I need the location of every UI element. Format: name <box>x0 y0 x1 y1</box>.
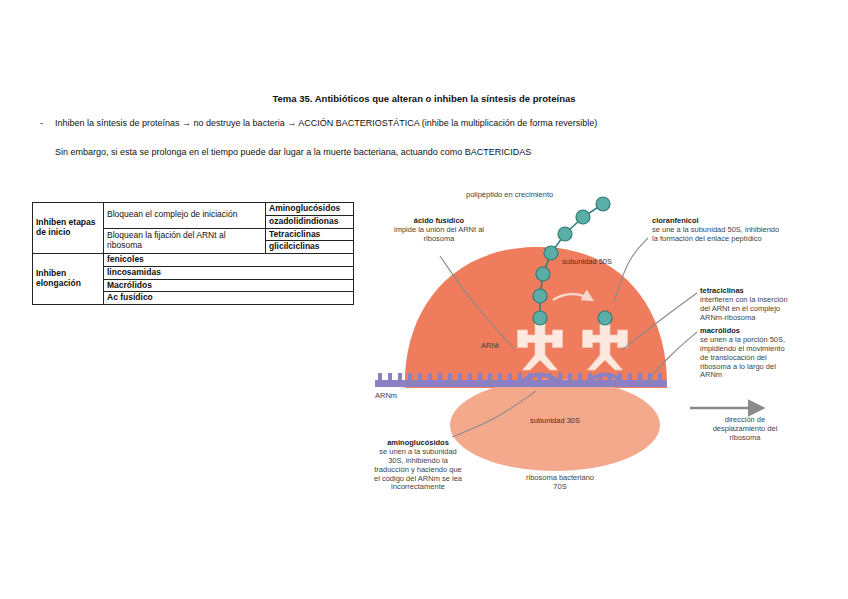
table-cell: Ac fusídico <box>104 292 354 305</box>
callout-note: interfieren con la inserción del ARNt en… <box>700 296 792 323</box>
table-cell: Macrólidos <box>104 279 354 292</box>
amino-acid-bead <box>544 246 558 260</box>
amino-acid-bead <box>533 311 547 325</box>
callout-note: impide la unión del ARNt al ribosoma <box>393 226 485 244</box>
amino-acid-bead <box>536 267 550 281</box>
callout-note: se une a la subunidad 50S, inhibiendo la… <box>652 226 787 244</box>
summary-table-wrap: Inhiben etapas de inicioBloquean el comp… <box>32 202 354 305</box>
callout-label: polipéptido en crecimiento <box>466 191 581 200</box>
part-label: ARNm <box>375 392 415 401</box>
peptide-chain <box>540 204 603 318</box>
trna-shape <box>583 323 628 371</box>
amino-acid-bead <box>558 227 572 241</box>
table-cell: Tetraciclinas <box>266 228 354 241</box>
table-row: lincosamidas <box>33 266 354 279</box>
leader-line <box>614 238 648 302</box>
amino-acid-bead <box>596 197 610 211</box>
callout-heading: cloranfenicol <box>652 217 792 226</box>
table-cell: glicilciclinas <box>266 241 354 254</box>
callout-heading: ácido fusídico <box>393 217 485 226</box>
leader-line <box>440 256 515 350</box>
callout-heading: aminoglucósidos <box>372 439 464 448</box>
leader-line <box>452 391 536 437</box>
part-label: ribosoma bacteriano 70S <box>525 474 595 492</box>
amino-acid-bead <box>598 311 612 325</box>
callout-note: se unen a la porción 50S, impidiendo el … <box>700 336 792 380</box>
summary-table: Inhiben etapas de inicioBloquean el comp… <box>32 202 354 305</box>
table-cell: Bloquean la fijación del ARNt al ribosom… <box>104 228 266 254</box>
table-row: glicilciclinas <box>33 241 354 254</box>
table-cell: lincosamidas <box>104 266 354 279</box>
table-row: Ac fusídico <box>33 292 354 305</box>
direction-arrow <box>690 407 762 410</box>
body-line: Inhiben la síntesis de proteínas → no de… <box>55 118 835 129</box>
part-label: dirección de desplazamiento del ribosoma <box>705 416 785 443</box>
table-cell: Inhiben elongación <box>33 254 104 305</box>
subunit-label: subunidad 30S <box>522 417 588 426</box>
callout-heading: macrólidos <box>700 327 792 336</box>
bullet-dash: - <box>40 118 50 129</box>
subunit-label: subunidad 50S <box>555 258 619 267</box>
table-cell: ozadolidindionas <box>266 215 354 228</box>
page-title: Tema 35. Antibióticos que alteran o inhi… <box>0 93 848 104</box>
table-row: Bloquean la fijación del ARNt al ribosom… <box>33 228 354 241</box>
body-line: Sin embargo, si esta se prolonga en el t… <box>55 147 835 158</box>
figure-ground <box>368 186 793 501</box>
amino-acid-bead <box>533 289 547 303</box>
table-row: Inhiben etapas de inicioBloquean el comp… <box>33 203 354 216</box>
table-cell: Aminoglucósidos <box>266 203 354 216</box>
subunit-outline <box>405 247 667 388</box>
table-cell: Inhiben etapas de inicio <box>33 203 104 254</box>
table-cell: fenicoles <box>104 254 354 267</box>
callout-heading: tetraciclinas <box>700 287 792 296</box>
amino-acid-bead <box>576 210 590 224</box>
table-cell: Bloquean el complejo de iniciación <box>104 203 266 229</box>
callout-note: se unen a la subunidad 30S, inhibiendo l… <box>372 448 464 492</box>
transfer-arrow <box>553 294 592 300</box>
part-label: ARNt <box>481 342 511 351</box>
table-row: Inhiben elongaciónfenicoles <box>33 254 354 267</box>
trna-shape <box>518 323 563 371</box>
mrna-strand <box>375 373 667 387</box>
subunit-outline <box>450 379 660 471</box>
leader-line <box>650 332 697 378</box>
